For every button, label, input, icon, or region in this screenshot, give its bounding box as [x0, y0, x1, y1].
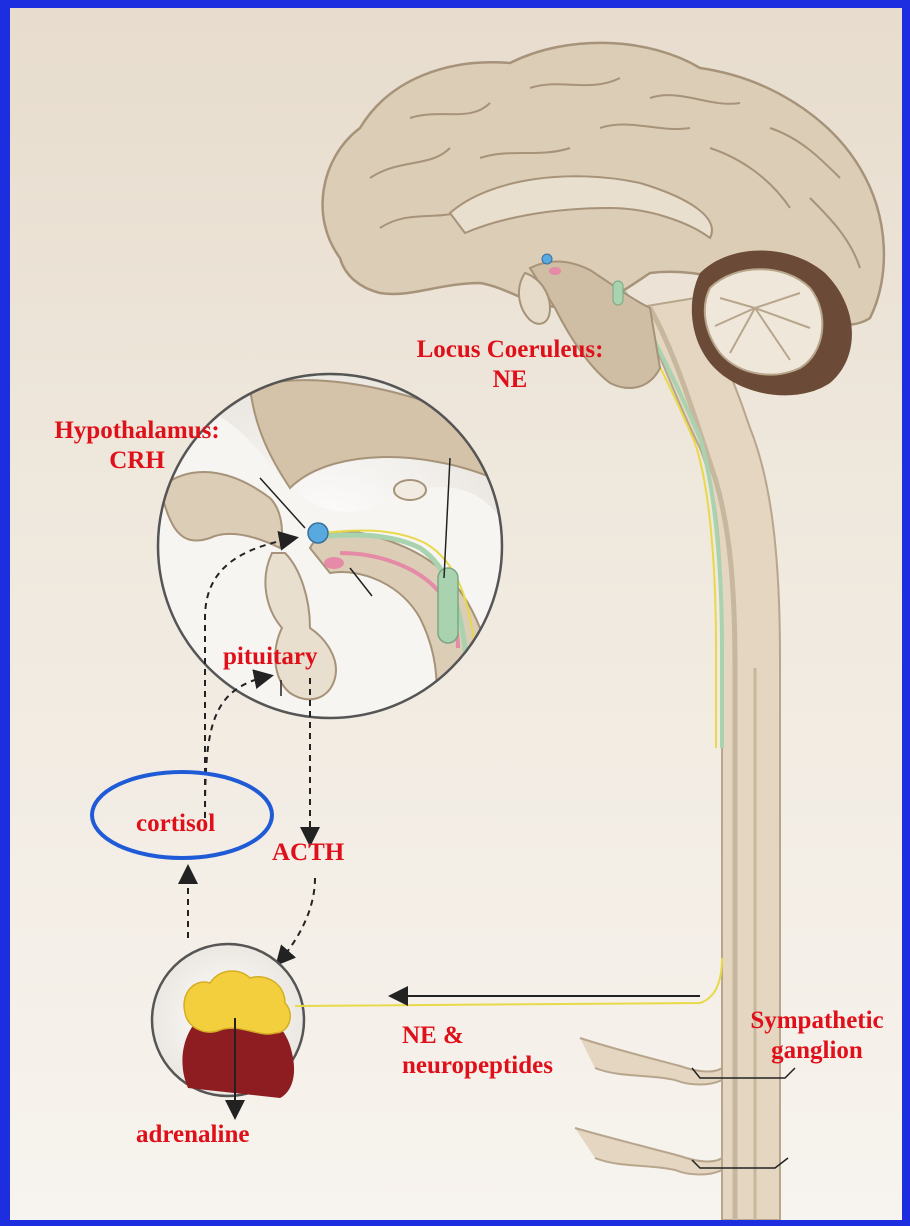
adrenal-gland-circle — [152, 944, 304, 1098]
label-cortisol: cortisol — [136, 809, 215, 839]
label-hypothalamus: Hypothalamus: CRH — [22, 416, 252, 476]
label-sympathetic-ganglion: Sympathetic ganglion — [727, 1006, 902, 1066]
label-acth: ACTH — [272, 838, 344, 868]
label-adrenaline: adrenaline — [136, 1120, 249, 1150]
label-ne-neuropeptides: NE & neuropeptides — [402, 1021, 553, 1081]
nerve-to-adrenal — [295, 958, 722, 1006]
diagram-canvas: Locus Coeruleus: NE Hypothalamus: CRH pi… — [10, 8, 902, 1220]
label-pituitary: pituitary — [223, 642, 317, 672]
label-locus-coeruleus: Locus Coeruleus: NE — [370, 335, 650, 395]
